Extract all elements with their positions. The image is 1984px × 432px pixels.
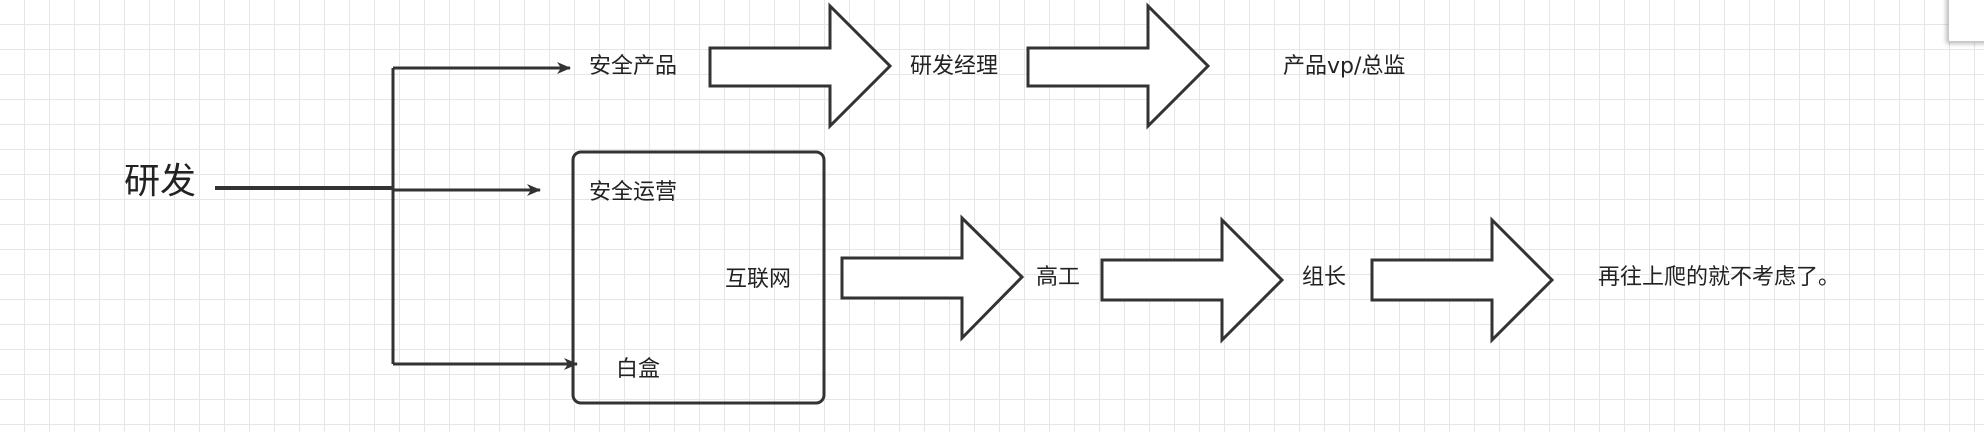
- block-arrow-2: [1026, 2, 1211, 130]
- node-team-lead: 组长: [1302, 265, 1347, 290]
- block-arrow-5: [1370, 216, 1555, 344]
- node-security-product: 安全产品: [589, 54, 678, 79]
- root-label: 研发: [124, 161, 197, 202]
- ops-group-box: [571, 150, 826, 405]
- node-internet: 互联网: [725, 267, 792, 292]
- side-panel-edge[interactable]: [1948, 0, 1984, 42]
- block-arrow-3: [840, 214, 1025, 342]
- block-arrow-4: [1100, 216, 1285, 344]
- block-arrow-1: [708, 2, 893, 130]
- node-rd-manager: 研发经理: [910, 54, 999, 79]
- node-product-vp: 产品vp/总监: [1283, 54, 1406, 79]
- node-whitebox: 白盒: [616, 357, 661, 382]
- node-senior-engineer: 高工: [1036, 265, 1081, 290]
- node-no-further: 再往上爬的就不考虑了。: [1598, 265, 1841, 290]
- node-security-ops: 安全运营: [589, 180, 678, 205]
